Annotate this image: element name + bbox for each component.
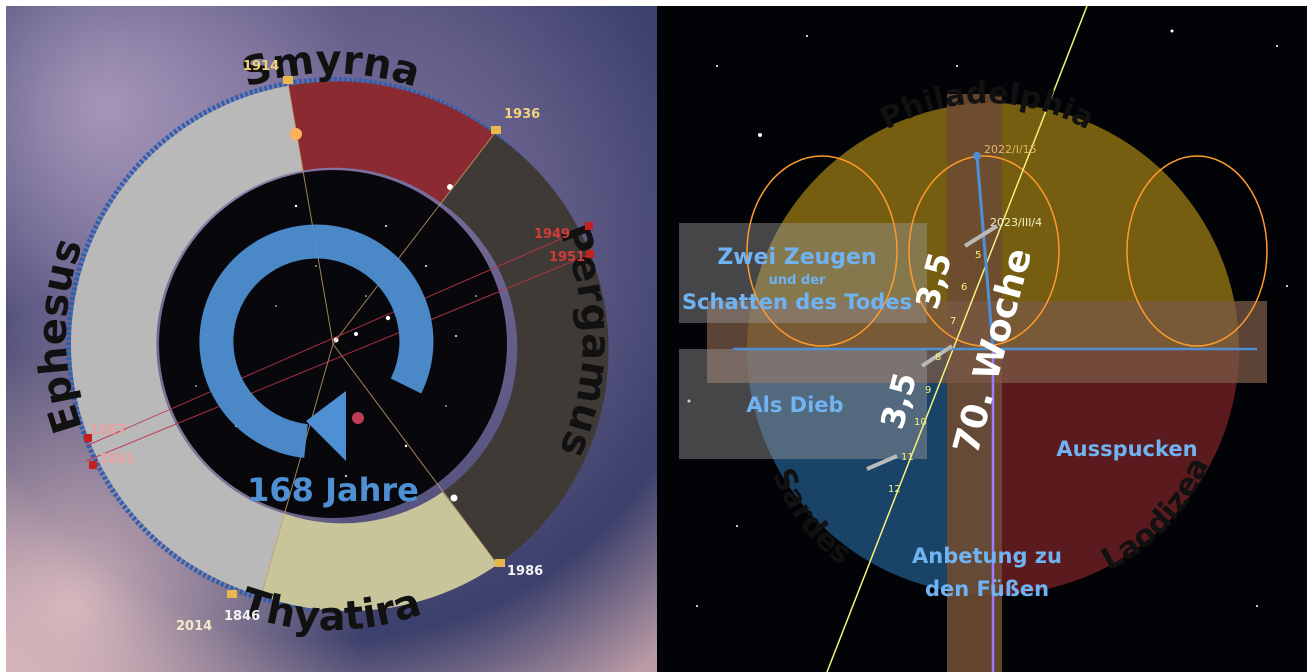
year-1951: 1951 [549,250,585,265]
tick-10: 10 [914,417,927,428]
als-dieb-text: Als Dieb [746,393,843,417]
tick-11: 11 [901,452,914,463]
date-mid: 2023/III/4 [990,216,1042,229]
und-der-text: und der [769,273,826,288]
left-panel: Smyrna Thyatira Ephesus Pergamus 1914 19… [6,6,657,672]
tick-6: 6 [961,282,967,293]
cycle-arrow [199,224,434,461]
year-1865: 1865 [99,452,135,467]
orbit-ellipses [746,155,1268,347]
tick-8: 8 [935,352,941,363]
stars-right [687,29,1288,607]
tick-7: 7 [950,316,956,327]
tick-9: 9 [925,385,931,396]
ausspucken-text: Ausspucken [1056,437,1197,461]
schatten-text: Schatten des Todes [682,290,912,314]
year-1936: 1936 [504,107,540,122]
segment-pergamus [441,133,609,565]
zwei-zeugen-text: Zwei Zeugen [717,245,876,270]
segment-smyrna [288,81,495,204]
right-panel: Philadelphia Sardes Laodizea Zwei Zeugen… [657,6,1307,672]
tick-12: 12 [888,484,901,495]
year-1949: 1949 [534,227,570,242]
year-1986: 1986 [507,564,543,579]
red-markers [84,222,594,469]
year-1914: 1914 [243,59,279,74]
segment-ephesus [70,85,303,597]
ecliptic-line [826,6,1088,672]
tick-numbers: 5 6 7 8 9 10 11 12 [888,250,981,495]
panel-zwei-zeugen [679,223,927,323]
anbetung-line1: Anbetung zu [912,544,1062,568]
panel-als-dieb [679,349,927,459]
quadrant-laodizea [993,349,1239,595]
half-week-bars [866,224,999,471]
nebula [352,412,364,424]
center-label: 168 Jahre [247,471,419,509]
segment-thyatira [261,492,498,611]
timeline-start [973,152,981,160]
quadrant-sardes [747,349,993,595]
date-top: 2022/I/15 [984,143,1037,156]
year-1867: 1867 [90,423,126,438]
timeline-line [975,155,995,350]
anbetung-line2: den Füßen [925,577,1049,601]
red-lines [85,227,587,462]
year-2014: 2014 [176,619,212,634]
tick-5: 5 [975,250,981,261]
boundary-markers [227,76,505,598]
star-marker-1914 [290,128,302,140]
year-1846: 1846 [224,609,260,624]
church-ages-wheel: Smyrna Thyatira Ephesus Pergamus 1914 19… [6,6,657,672]
guide-lines [260,83,498,597]
seventieth-week-diagram: Philadelphia Sardes Laodizea Zwei Zeugen… [657,6,1307,672]
